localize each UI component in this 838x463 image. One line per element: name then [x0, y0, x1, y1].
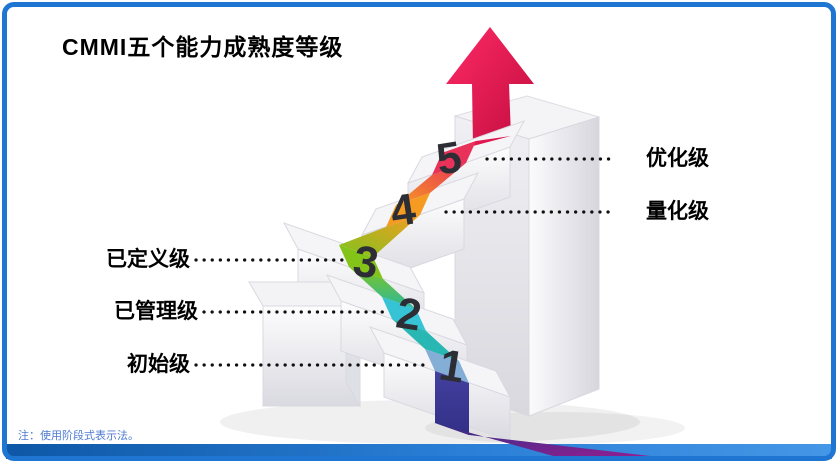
ribbon-riser-4: [396, 163, 466, 205]
ribbon-riser-0: [435, 371, 469, 435]
ribbon-riser-3: [339, 215, 420, 257]
level-label-initial: 初始级: [127, 353, 190, 376]
diagram-title: CMMI五个能力成熟度等级: [62, 34, 344, 60]
ribbon-segment-4: [386, 193, 430, 227]
ribbon-riser-1: [392, 319, 459, 361]
level-label-managed: 已管理级: [114, 300, 198, 323]
ribbon-segment-5: [432, 141, 476, 175]
base-block: [248, 280, 361, 408]
ribbon-segment-1: [425, 349, 469, 383]
level-label-optimizing: 优化级: [646, 147, 709, 170]
ribbon-segment-2: [382, 297, 426, 331]
ribbon-riser-2: [349, 267, 416, 309]
bottom-bar: [6, 444, 832, 459]
up-arrow-icon: [446, 27, 534, 146]
leader-lines: [194, 157, 618, 367]
ribbon-tail: [435, 423, 676, 459]
level-label-quantified: 量化级: [646, 200, 709, 223]
level-label-defined: 已定义级: [106, 248, 190, 271]
footnote: 注：使用阶段式表示法。: [18, 430, 139, 442]
ribbon-segment-3: [339, 245, 383, 279]
